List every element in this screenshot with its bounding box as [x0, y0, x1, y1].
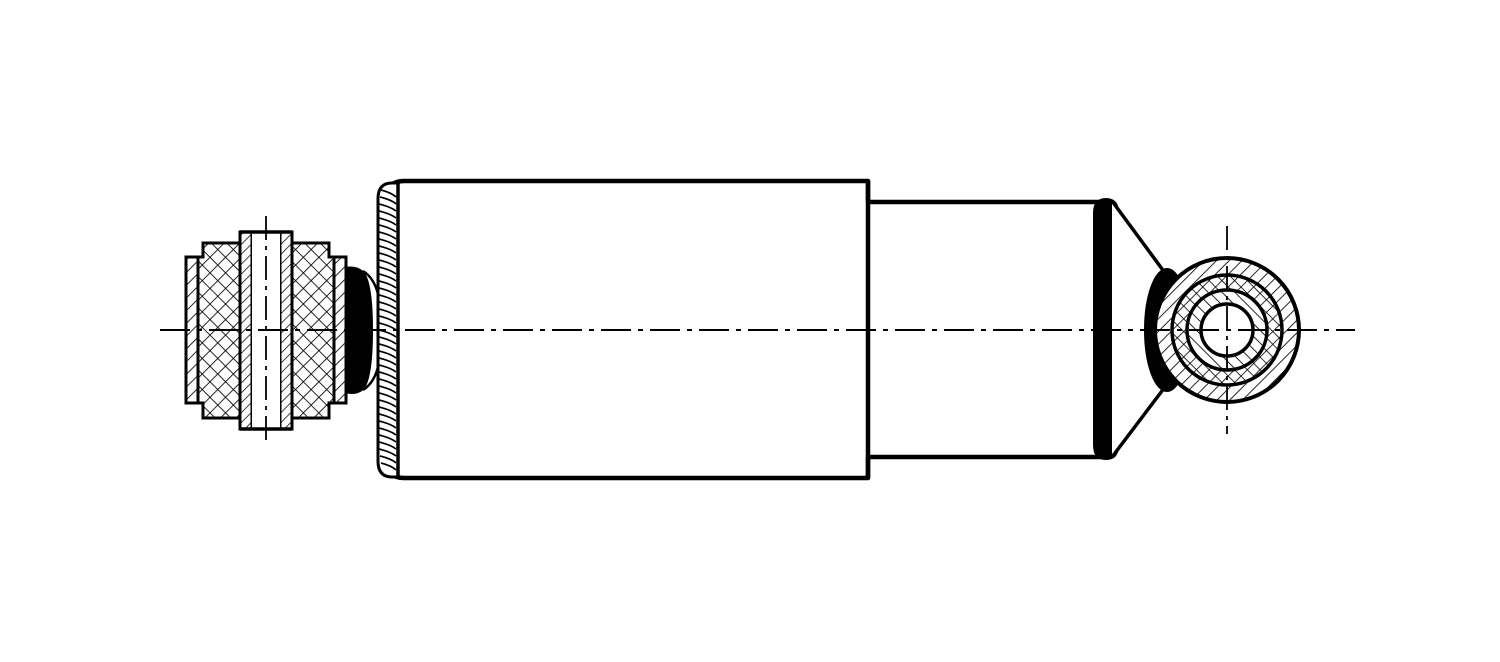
- centerlines: [160, 216, 1355, 444]
- knurl-ribs: [378, 189, 397, 471]
